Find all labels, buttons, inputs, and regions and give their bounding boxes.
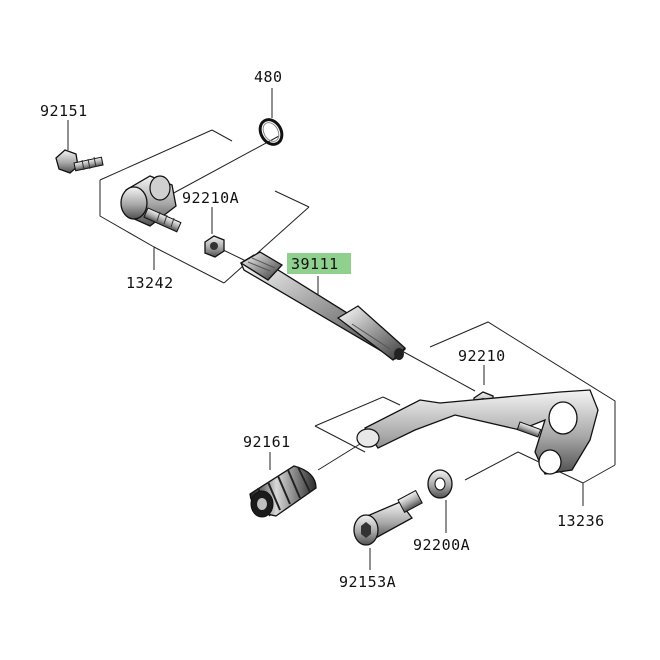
leader-lines <box>67 88 616 570</box>
label-92210A: 92210A <box>182 189 239 207</box>
label-92200A: 92200A <box>413 536 470 554</box>
rubber-92161 <box>249 465 317 518</box>
label-39111: 39111 <box>291 255 339 273</box>
washer-92200A <box>427 469 453 499</box>
label-13236: 13236 <box>557 512 605 530</box>
circlip-480 <box>258 118 284 146</box>
label-13242: 13242 <box>126 274 174 292</box>
nut-92210A <box>204 235 225 258</box>
label-92151: 92151 <box>40 102 88 120</box>
label-92153A: 92153A <box>339 573 396 591</box>
label-480: 480 <box>254 68 283 86</box>
highlight-39111 <box>287 253 351 274</box>
bolt-92151 <box>55 149 104 174</box>
shift-pedal-13236 <box>356 389 599 475</box>
label-92210: 92210 <box>458 347 506 365</box>
rod-end-13242 <box>120 175 182 233</box>
bolt-92153A <box>353 489 423 546</box>
part-labels: 480 92151 92210A 13242 39111 92210 92161… <box>40 68 605 591</box>
shift-rod-39111 <box>239 251 407 361</box>
label-92161: 92161 <box>243 433 291 451</box>
